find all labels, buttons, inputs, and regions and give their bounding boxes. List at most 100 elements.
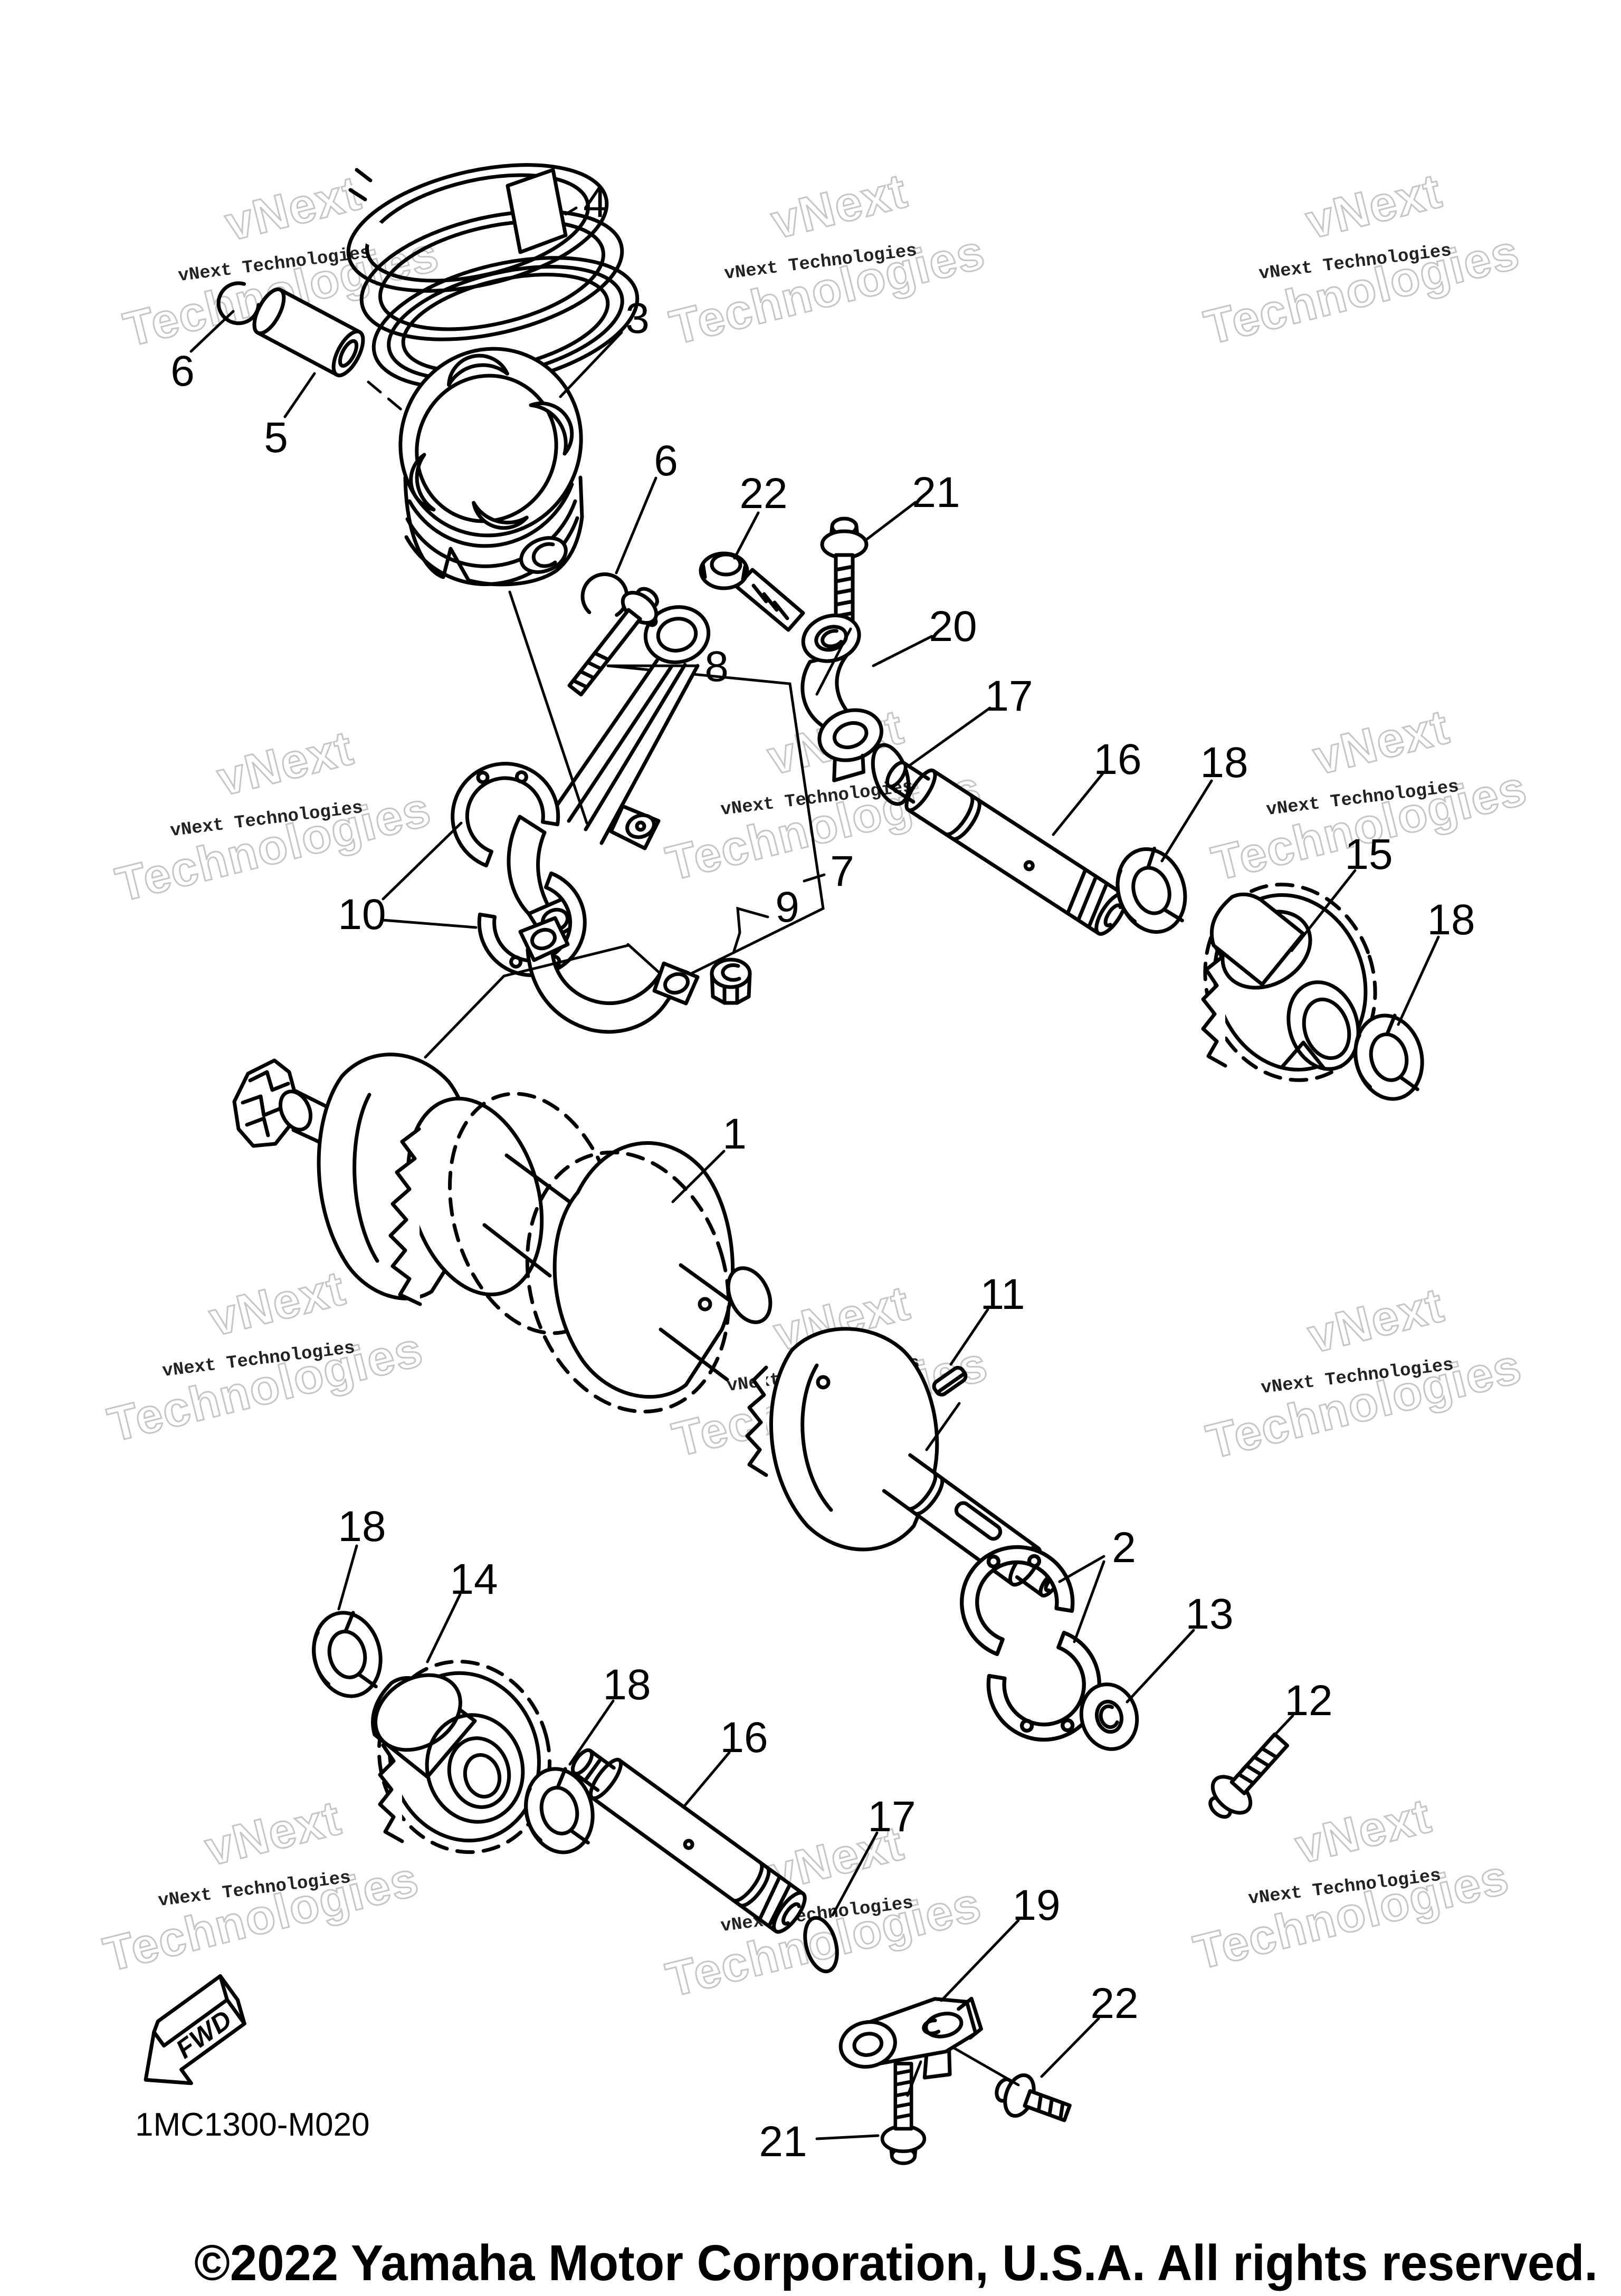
part-callout-10-15: 10: [338, 891, 386, 939]
bolt-22-top-drawing: [701, 553, 803, 630]
bolt-12-drawing: [1208, 1732, 1290, 1819]
watermark-line2: Technologies: [111, 782, 436, 912]
part-callout-21-6: 21: [912, 468, 960, 516]
part-callout-20-7: 20: [929, 602, 977, 650]
part-callout-5-3: 5: [264, 414, 288, 462]
crankshaft-drawing: [232, 1053, 1061, 1597]
rocker19-to-22: [952, 2046, 1020, 2087]
rod-nut-9-drawing: [710, 958, 752, 1005]
part-callout-18-24: 18: [603, 1661, 651, 1709]
rod-cap-drawing: [518, 916, 700, 1034]
watermark-line1: vNext: [766, 164, 913, 249]
rod-bearing-10-upper-drawing: [433, 744, 567, 872]
part-callout-22-5: 22: [739, 470, 787, 518]
callout-leader-11: [949, 1308, 989, 1366]
watermark-line1: vNext: [212, 721, 359, 806]
assembly-box-7: [606, 664, 825, 985]
shaft-16-top-drawing: [885, 760, 1128, 936]
circlip-left-drawing: [216, 281, 261, 326]
part-callout-18-22: 18: [338, 1503, 386, 1551]
part-callout-1-17: 1: [722, 1110, 747, 1158]
callout-leader-19: [940, 1919, 1020, 2002]
reference-lines-layer: [382, 590, 1105, 2097]
part-callout-17-26: 17: [867, 1793, 916, 1841]
piston-ring-set-drawing: [346, 163, 640, 390]
watermark-line1: vNext: [200, 1791, 347, 1876]
watermark-line2: Technologies: [1202, 1339, 1527, 1469]
callout-leader-6: [189, 310, 235, 353]
fwd-arrow: FWD: [144, 1974, 246, 2085]
fork-2b: [1073, 1560, 1105, 1643]
callout-leader-22: [1040, 2017, 1100, 2078]
washer-13-drawing: [1079, 1682, 1139, 1751]
watermark-line2: Technologies: [99, 1852, 424, 1982]
bolt21-to-rocker: [815, 627, 852, 696]
part-callout-2-19: 2: [1112, 1524, 1136, 1572]
callout-leader-22: [733, 511, 760, 560]
callout-leader-18: [568, 1699, 615, 1766]
watermark-line2: Technologies: [1189, 1850, 1514, 1980]
exploded-diagram: FWD: [144, 163, 1431, 2164]
watermark-line1: vNext: [1308, 700, 1455, 785]
part-callout-9-16: 9: [775, 883, 799, 931]
callout-leader-20: [872, 635, 933, 667]
callout-leader-2: [1058, 1555, 1105, 1583]
callout-leader-5: [283, 372, 316, 418]
piston-to-rod: [508, 590, 588, 825]
part-callout-3-1: 3: [625, 294, 650, 342]
callout-leader-12: [1241, 1714, 1294, 1771]
callout-leader-18: [337, 1544, 358, 1611]
part-callout-17-8: 17: [985, 672, 1033, 720]
callout-leader-17: [831, 1831, 879, 1917]
part-callout-13-20: 13: [1185, 1590, 1233, 1638]
callout-leader-18: [1397, 935, 1440, 1026]
rocker19-to-21: [906, 2060, 922, 2097]
watermark-line2: Technologies: [661, 1877, 987, 2007]
circlip-right-drawing: [580, 572, 629, 617]
washer-18a-drawing: [1107, 840, 1196, 941]
copyright-text: ©2022 Yamaha Motor Corporation, U.S.A. A…: [194, 2235, 1598, 2291]
bolt-22-bottom-drawing: [995, 2073, 1072, 2122]
watermark-line1: vNext: [220, 166, 367, 251]
part-callout-16-25: 16: [720, 1714, 768, 1762]
part-callout-18-12: 18: [1427, 896, 1475, 944]
callout-leader-13: [1126, 1629, 1195, 1704]
key-to-shaft: [925, 1402, 961, 1451]
watermark-line2: Technologies: [1199, 225, 1525, 355]
callout-leader-4: [564, 206, 578, 216]
part-callout-12-21: 12: [1284, 1677, 1332, 1725]
part-callout-22-28: 22: [1090, 1979, 1138, 2027]
piston-drawing: [398, 347, 584, 587]
callout-leader-6: [615, 476, 657, 575]
bolt-21-bottom-drawing: [882, 2064, 924, 2164]
pin-axis-dash: [367, 380, 409, 416]
o-ring-17-bottom-drawing: [803, 1916, 839, 1974]
callout-leader-15: [1290, 869, 1357, 952]
part-callout-8-13: 8: [704, 643, 729, 691]
callout-leader-18: [1160, 779, 1213, 863]
part-callout-15-11: 15: [1345, 830, 1393, 878]
rod-bolt-8-drawing: [567, 587, 659, 697]
watermark-line2: Technologies: [665, 225, 990, 355]
callout-leader-10: [382, 821, 463, 901]
callout-leader-21: [815, 2134, 880, 2140]
watermark-line1: vNext: [1301, 164, 1447, 249]
watermark-line1: vNext: [1303, 1278, 1450, 1363]
part-callout-6-4: 6: [654, 437, 678, 485]
callout-leader-21: [865, 501, 917, 541]
callout-leader-7: [803, 873, 826, 883]
callout-leader-14: [426, 1593, 462, 1663]
fork-10b: [382, 919, 478, 929]
part-callout-19-27: 19: [1012, 1881, 1060, 1929]
box-to-crank: [424, 944, 630, 1059]
callout-leader-16: [1052, 772, 1104, 836]
bolt-21-top-drawing: [822, 519, 866, 624]
callout-leader-17: [907, 706, 991, 768]
